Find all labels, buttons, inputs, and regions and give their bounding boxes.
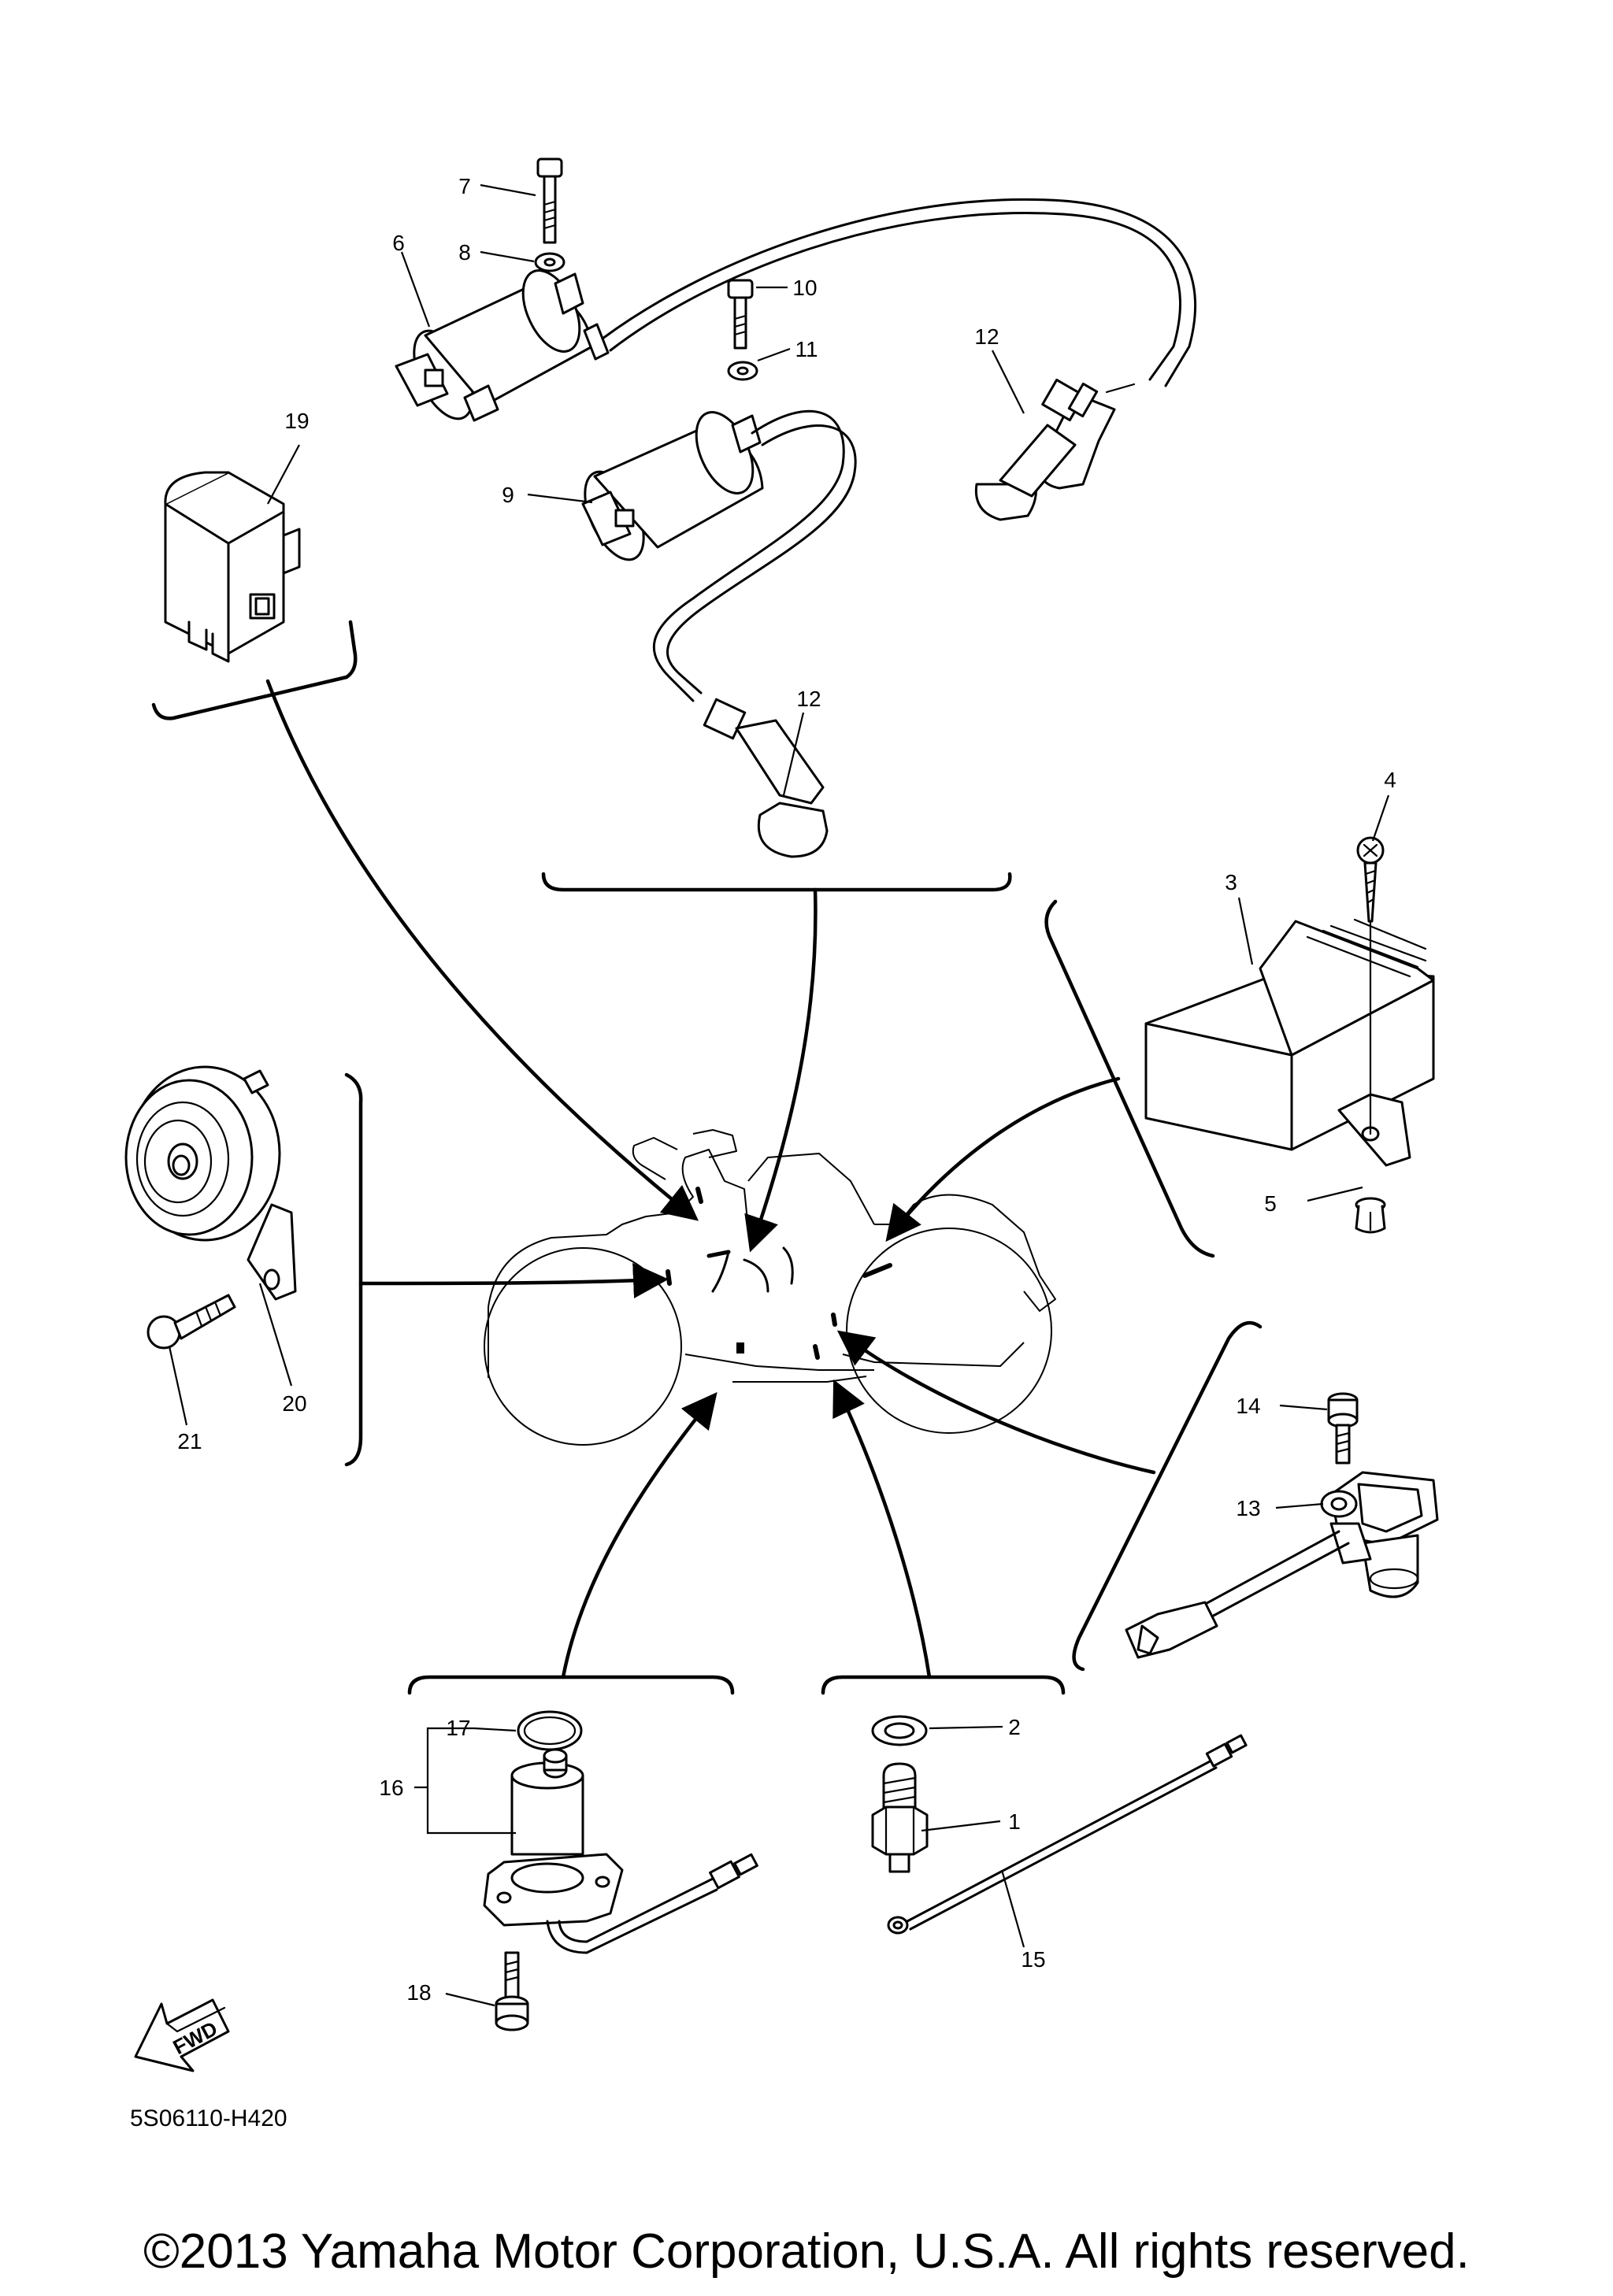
- oil-sensor-lead: [546, 1853, 758, 1954]
- callout-2: 2: [1008, 1715, 1021, 1739]
- callout-19: 19: [284, 409, 309, 433]
- callout-12-lower: 12: [796, 687, 821, 711]
- high-tension-lead-2: [652, 409, 857, 702]
- callout-1: 1: [1008, 1809, 1021, 1834]
- callout-9: 9: [502, 483, 514, 507]
- washer-8: [534, 252, 565, 272]
- callout-14: 14: [1236, 1394, 1260, 1418]
- diagram-code: 5S06110-H420: [130, 2105, 287, 2131]
- bolt-14: [1327, 1392, 1359, 1465]
- callout-20: 20: [282, 1391, 306, 1416]
- switch-lead-15: [887, 1734, 1248, 1935]
- relay-unit: [164, 471, 301, 663]
- washer-11: [727, 361, 758, 381]
- callout-leaders: [168, 183, 1390, 2007]
- ignition-coil-1: [395, 269, 610, 422]
- callout-17: 17: [446, 1716, 470, 1740]
- callout-6: 6: [392, 231, 405, 255]
- high-tension-lead-1: [601, 198, 1197, 387]
- bolt-10: [727, 279, 754, 350]
- callout-7: 7: [458, 174, 471, 198]
- callout-15: 15: [1021, 1947, 1045, 1972]
- sensor-13: [1320, 1471, 1439, 1598]
- horn: [124, 1065, 297, 1301]
- bolt-21: [146, 1294, 236, 1350]
- callout-numbers: 7 8 6 9 10 11 12 12 19 4 3 5 20 21 14 13…: [177, 174, 1396, 2005]
- leader-arrows: [265, 679, 1156, 1679]
- bolt-18: [495, 1951, 529, 2031]
- bolt-7: [536, 157, 563, 244]
- callout-13: 13: [1236, 1496, 1260, 1520]
- callout-11: 11: [795, 337, 818, 361]
- neutral-switch: [871, 1762, 929, 1873]
- gasket-2: [871, 1715, 928, 1746]
- grommet-5: [1355, 1197, 1386, 1234]
- copyright-notice: ©2013 Yamaha Motor Corporation, U.S.A. A…: [143, 2224, 1470, 2279]
- callout-8: 8: [458, 240, 471, 265]
- motorcycle-silhouette: [484, 1129, 1056, 1446]
- ignition-coil-2: [581, 411, 764, 561]
- location-markers: [666, 1187, 892, 1360]
- sensor-lead: [1125, 1530, 1350, 1659]
- callout-16: 16: [379, 1776, 403, 1800]
- callout-4: 4: [1384, 768, 1396, 792]
- spark-plug-cap-a: [974, 378, 1136, 521]
- callout-5: 5: [1264, 1191, 1277, 1216]
- callout-21: 21: [177, 1429, 202, 1454]
- spark-plug-cap-b: [703, 698, 829, 858]
- group-brackets: [151, 620, 1263, 1695]
- screw-4: [1356, 836, 1385, 1135]
- callout-3: 3: [1225, 870, 1237, 894]
- callout-10: 10: [792, 276, 817, 300]
- control-unit: [1144, 918, 1435, 1167]
- oring-17: [517, 1710, 583, 1751]
- oil-level-sensor: [483, 1748, 624, 1927]
- callout-12-upper: 12: [974, 324, 999, 349]
- callout-18: 18: [406, 1980, 431, 2005]
- forward-arrow-icon: FWD: [134, 1998, 230, 2072]
